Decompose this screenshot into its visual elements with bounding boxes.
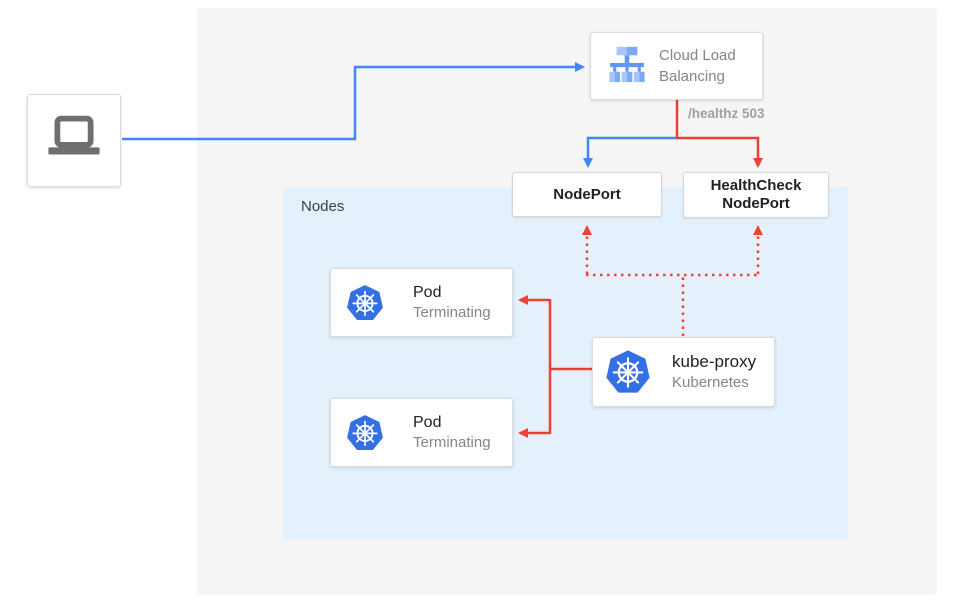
kube-proxy-subtitle: Kubernetes: [672, 374, 749, 391]
laptop-icon: [42, 109, 106, 173]
pod-node-2: Pod Terminating: [330, 398, 513, 467]
healthz-status-label: /healthz 503: [688, 106, 765, 121]
pod-title: Pod: [413, 414, 442, 431]
pod-status: Terminating: [413, 304, 491, 321]
cloud-load-balancing-label: Cloud Load Balancing: [659, 47, 736, 85]
external-client-node: [27, 94, 121, 187]
nodes-container-label: Nodes: [301, 198, 345, 215]
cloud-load-balancing-node: Cloud Load Balancing: [590, 32, 763, 100]
cloud-load-balancing-icon: [604, 43, 650, 89]
nodeport-node: NodePort: [512, 172, 662, 217]
kubernetes-icon: [346, 414, 384, 452]
pod-title: Pod: [413, 284, 442, 301]
kubernetes-icon: [605, 349, 651, 395]
pod-status: Terminating: [413, 434, 491, 451]
kubernetes-icon: [346, 284, 384, 322]
healthcheck-nodeport-node: HealthCheck NodePort: [683, 172, 829, 218]
kube-proxy-title: kube-proxy: [672, 352, 757, 371]
kube-proxy-node: kube-proxy Kubernetes: [592, 337, 775, 407]
pod-node-1: Pod Terminating: [330, 268, 513, 337]
